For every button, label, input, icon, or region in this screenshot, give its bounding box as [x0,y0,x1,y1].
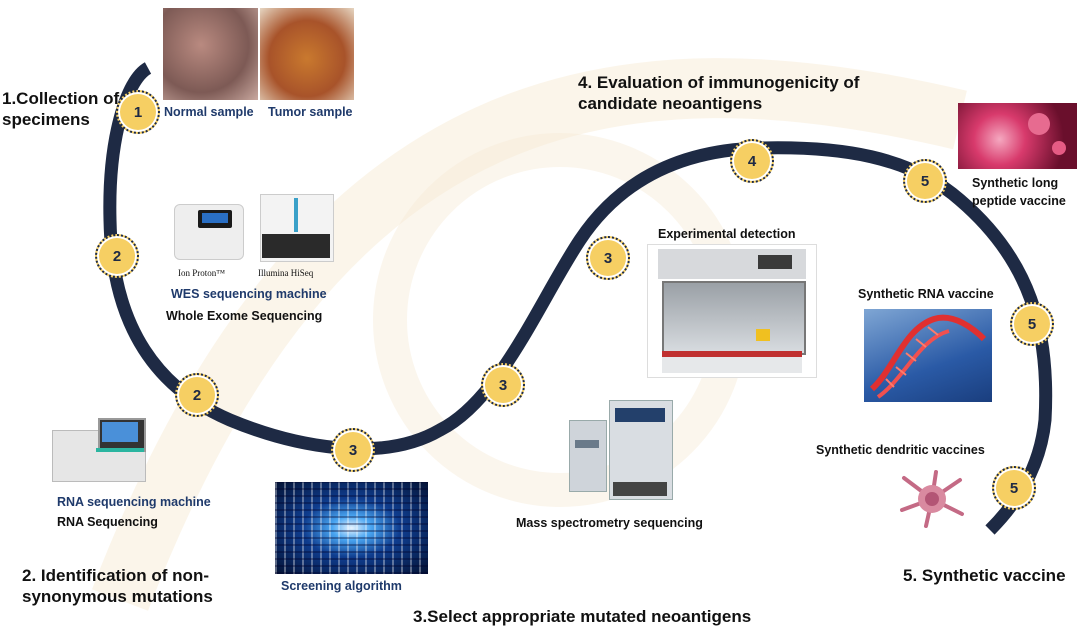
dendritic-label: Synthetic dendritic vaccines [816,443,985,457]
wes-machine-label: WES sequencing machine [171,287,327,301]
step-title-4: 4. Evaluation of immunogenicity of candi… [578,73,860,113]
dendritic-drawing [900,470,964,528]
ion-proton-label: Ion Proton™ [178,268,226,278]
step-node-4: 4 [730,139,774,183]
slp-vaccine-label: Synthetic long peptide vaccine [972,176,1066,208]
wes-label: Whole Exome Sequencing [166,309,323,323]
normal-specimen-photo [163,8,258,100]
virus-image [958,103,1077,169]
step-node-2a: 2 [95,234,139,278]
step-node-3a: 3 [331,428,375,472]
normal-sample-label: Normal sample [164,105,254,119]
experimental-label: Experimental detection [658,227,796,241]
rna-machine-label: RNA sequencing machine [57,495,211,509]
step-node-5c: 5 [992,466,1036,510]
step-node-5a: 5 [903,159,947,203]
screening-label: Screening algorithm [281,579,402,593]
helix-drawing [869,314,987,399]
ion-proton-machine-icon [168,198,248,262]
step-node-3c: 3 [586,236,630,280]
rna-seq-label: RNA Sequencing [57,515,158,529]
tumor-sample-label: Tumor sample [268,105,353,119]
mass-spectrometer-icon [555,390,675,508]
step-node-1: 1 [116,90,160,134]
illumina-hiseq-machine-icon [254,190,338,264]
illumina-hiseq-label: Illumina HiSeq [258,268,314,278]
rna-sequencer-icon [48,412,152,488]
dendritic-cell-icon [896,470,968,528]
binary-code-image [275,482,428,574]
mass-spec-label: Mass spectrometry sequencing [516,516,703,530]
rna-helix-image [864,309,992,402]
biosafety-cabinet-image [647,244,817,378]
step-title-1: 1.Collection of specimens [2,89,120,129]
step-node-2b: 2 [175,373,219,417]
step-title-3: 3.Select appropriate mutated neoantigens [413,607,752,626]
rna-vaccine-label: Synthetic RNA vaccine [858,287,994,301]
step-title-2: 2. Identification of non-synonymous muta… [22,566,213,606]
step-node-5b: 5 [1010,302,1054,346]
tumor-specimen-photo [260,8,354,100]
step-node-3b: 3 [481,363,525,407]
step-title-5: 5. Synthetic vaccine [903,566,1066,585]
